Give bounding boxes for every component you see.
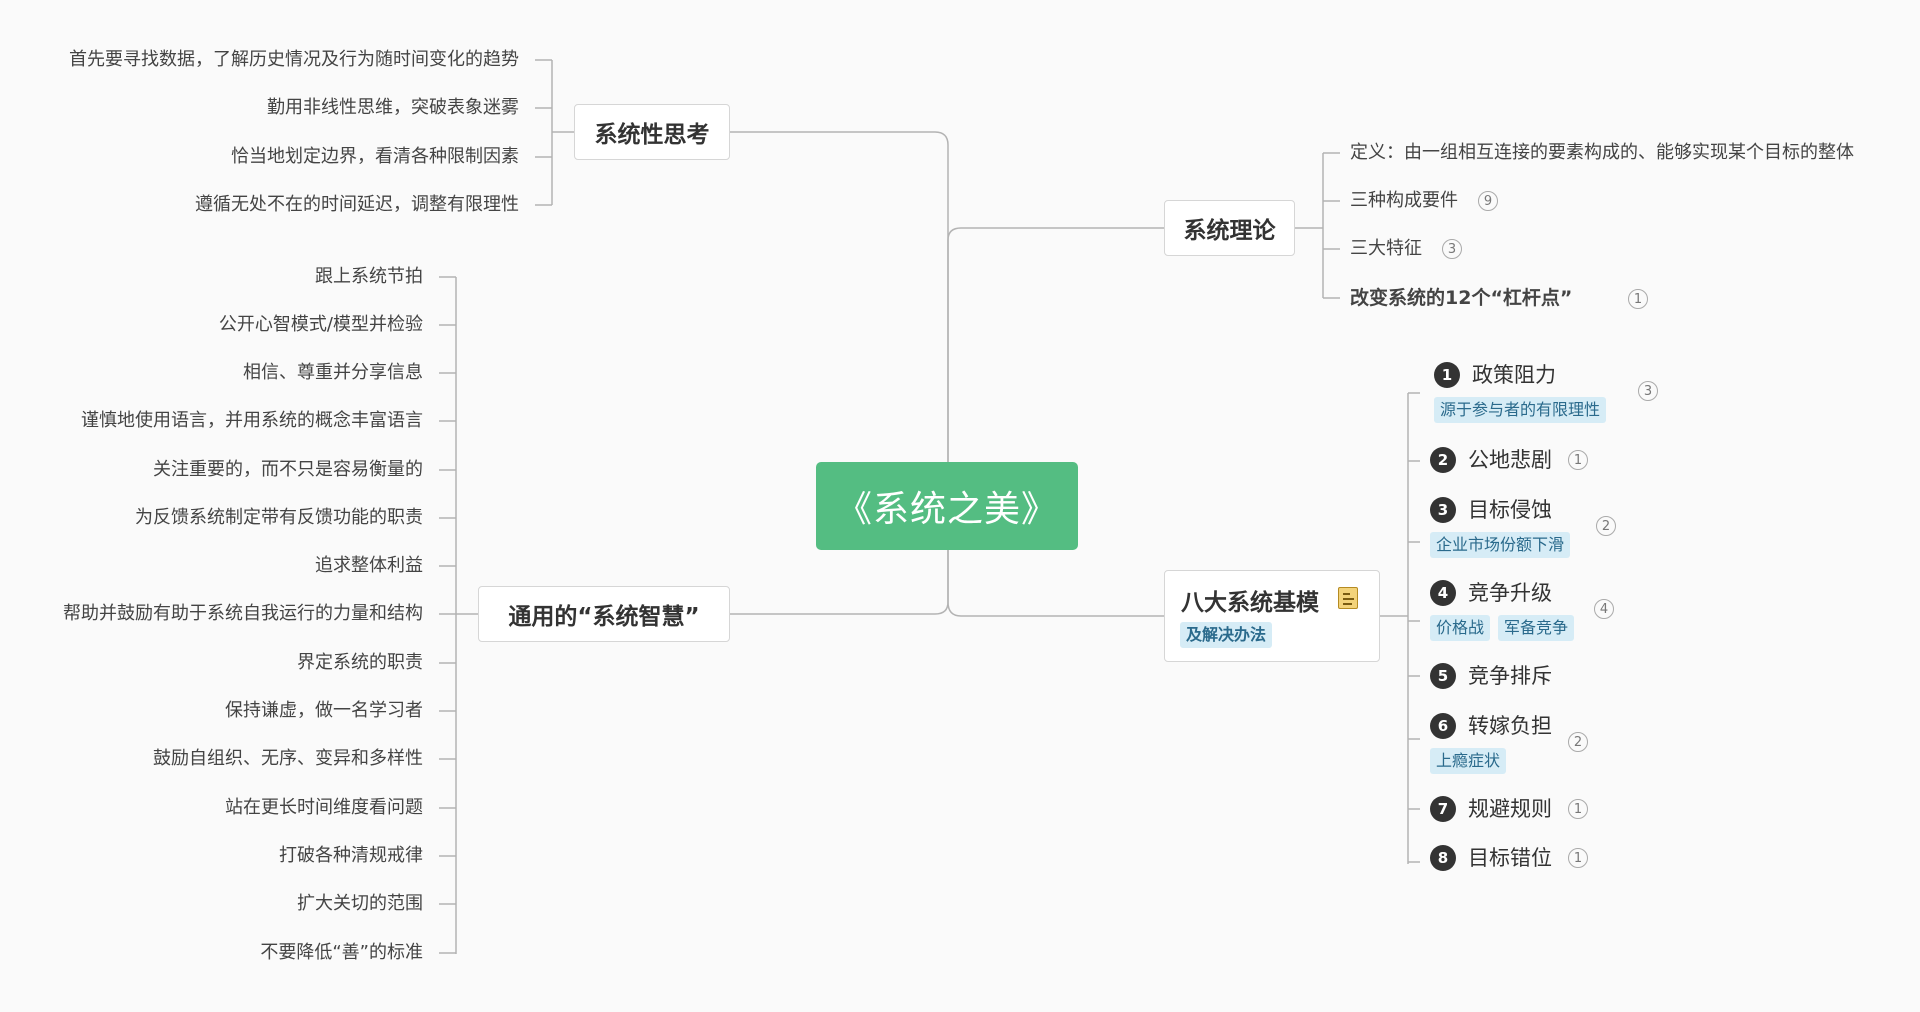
- connector-archetype-leaves: [1380, 392, 1420, 864]
- archetype-4-count[interactable]: 4: [1594, 599, 1614, 619]
- archetype-1[interactable]: 政策阻力: [1472, 363, 1556, 387]
- theory-item-features[interactable]: 三大特征: [1350, 238, 1422, 259]
- connector-center-system-theory: [947, 227, 1164, 462]
- topic-system-theory-label: 系统理论: [1183, 218, 1276, 244]
- theory-item-leverage-points[interactable]: 改变系统的12个“杠杆点”: [1350, 287, 1573, 309]
- thinking-item-3[interactable]: 恰当地划定边界，看清各种限制因素: [231, 146, 519, 167]
- connector-thinking-leaves: [535, 59, 574, 206]
- wisdom-item-2[interactable]: 公开心智模式/模型并检验: [218, 314, 423, 335]
- connector-center-archetypes: [947, 550, 1164, 617]
- archetype-4-tag-1: 价格战: [1430, 615, 1491, 641]
- archetype-1-tag: 源于参与者的有限理性: [1434, 397, 1607, 423]
- theory-features-count[interactable]: 3: [1442, 239, 1462, 259]
- thinking-item-2[interactable]: 勤用非线性思维，突破表象迷雾: [267, 97, 519, 118]
- archetype-4[interactable]: 竞争升级: [1468, 581, 1552, 605]
- central-topic[interactable]: 《系统之美》: [816, 462, 1078, 550]
- connector-theory-leaves: [1295, 152, 1340, 299]
- archetype-6-count[interactable]: 2: [1568, 732, 1588, 752]
- archetype-7-count[interactable]: 1: [1568, 799, 1588, 819]
- thinking-item-4[interactable]: 遵循无处不在的时间延迟，调整有限理性: [195, 194, 519, 215]
- central-topic-label: 《系统之美》: [835, 489, 1058, 530]
- wisdom-item-13[interactable]: 打破各种清规戒律: [279, 845, 423, 866]
- topic-system-wisdom-label: 通用的“系统智慧”: [508, 604, 700, 630]
- topic-system-theory[interactable]: 系统理论: [1164, 200, 1295, 256]
- topic-system-wisdom[interactable]: 通用的“系统智慧”: [478, 586, 730, 642]
- archetype-2[interactable]: 公地悲剧: [1468, 448, 1552, 472]
- number-badge-8: 8: [1430, 845, 1456, 871]
- wisdom-item-4[interactable]: 谨慎地使用语言，并用系统的概念丰富语言: [81, 410, 423, 431]
- connector-center-system-wisdom: [730, 550, 949, 615]
- wisdom-item-1[interactable]: 跟上系统节拍: [315, 266, 423, 287]
- wisdom-item-14[interactable]: 扩大关切的范围: [297, 893, 423, 914]
- archetype-6-tag: 上瘾症状: [1430, 748, 1507, 774]
- archetype-5[interactable]: 竞争排斥: [1468, 664, 1552, 688]
- number-badge-3: 3: [1430, 497, 1456, 523]
- wisdom-item-15[interactable]: 不要降低“善”的标准: [260, 942, 423, 963]
- wisdom-item-7[interactable]: 追求整体利益: [315, 555, 423, 576]
- topic-systems-thinking-label: 系统性思考: [594, 122, 710, 148]
- note-icon[interactable]: [1338, 587, 1358, 609]
- wisdom-item-8[interactable]: 帮助并鼓励有助于系统自我运行的力量和结构: [63, 603, 423, 624]
- wisdom-item-3[interactable]: 相信、尊重并分享信息: [243, 362, 423, 383]
- archetypes-tag: 及解决办法: [1180, 622, 1273, 648]
- archetype-7[interactable]: 规避规则: [1468, 797, 1552, 821]
- archetype-6[interactable]: 转嫁负担: [1468, 714, 1552, 738]
- number-badge-4: 4: [1430, 580, 1456, 606]
- connector-wisdom-leaves: [439, 276, 478, 954]
- thinking-item-1[interactable]: 首先要寻找数据，了解历史情况及行为随时间变化的趋势: [69, 49, 519, 70]
- wisdom-item-6[interactable]: 为反馈系统制定带有反馈功能的职责: [135, 507, 423, 528]
- number-badge-2: 2: [1430, 447, 1456, 473]
- wisdom-item-10[interactable]: 保持谦虚，做一名学习者: [225, 700, 423, 721]
- wisdom-item-11[interactable]: 鼓励自组织、无序、变异和多样性: [153, 748, 423, 769]
- archetype-3-count[interactable]: 2: [1596, 516, 1616, 536]
- number-badge-6: 6: [1430, 713, 1456, 739]
- wisdom-item-9[interactable]: 界定系统的职责: [297, 652, 423, 673]
- topic-archetypes[interactable]: 八大系统基模: [1164, 570, 1380, 662]
- theory-item-definition[interactable]: 定义：由一组相互连接的要素构成的、能够实现某个目标的整体: [1350, 142, 1854, 163]
- archetype-3[interactable]: 目标侵蚀: [1468, 498, 1552, 522]
- archetype-8-count[interactable]: 1: [1568, 848, 1588, 868]
- number-badge-7: 7: [1430, 796, 1456, 822]
- wisdom-item-5[interactable]: 关注重要的，而不只是容易衡量的: [153, 459, 423, 480]
- archetype-8[interactable]: 目标错位: [1468, 846, 1552, 870]
- topic-archetypes-label: 八大系统基模: [1181, 590, 1319, 616]
- theory-item-components[interactable]: 三种构成要件: [1350, 190, 1458, 211]
- topic-systems-thinking[interactable]: 系统性思考: [574, 104, 730, 160]
- number-badge-5: 5: [1430, 663, 1456, 689]
- connector-center-systems-thinking: [730, 131, 949, 462]
- archetype-4-tag-2: 军备竞争: [1498, 615, 1575, 641]
- archetype-2-count[interactable]: 1: [1568, 450, 1588, 470]
- number-badge-1: 1: [1434, 362, 1460, 388]
- archetype-1-count[interactable]: 3: [1638, 381, 1658, 401]
- archetype-3-tag: 企业市场份额下滑: [1430, 532, 1571, 558]
- theory-leverage-count[interactable]: 1: [1628, 289, 1648, 309]
- wisdom-item-12[interactable]: 站在更长时间维度看问题: [225, 797, 423, 818]
- theory-components-count[interactable]: 9: [1478, 191, 1498, 211]
